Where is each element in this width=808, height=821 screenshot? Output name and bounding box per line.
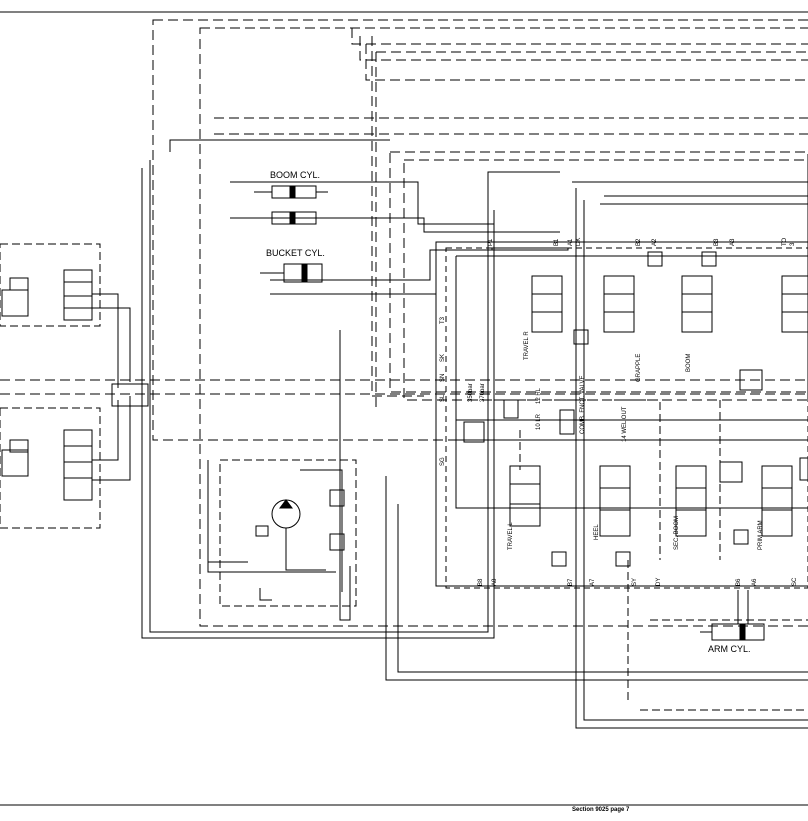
svg-text:P1: P1 [488, 238, 494, 246]
svg-text:GRAPPLE: GRAPPLE [636, 354, 642, 382]
svg-text:SL: SL [440, 394, 446, 402]
relief-power-label: 370bar [480, 383, 486, 402]
svg-text:SEC. BOOM: SEC. BOOM [674, 516, 680, 550]
svg-text:T3: T3 [440, 316, 446, 324]
arm-cylinder [700, 590, 764, 640]
relief-main-label: 350bar [468, 383, 474, 402]
main-lines [142, 140, 808, 728]
svg-text:SK: SK [440, 354, 446, 362]
svg-text:B7: B7 [568, 578, 574, 586]
svg-text:TRAVEL R: TRAVEL R [524, 331, 530, 360]
bottom-port-labels: B8 A8 B7 A7 SY DY B6 A6 SC [478, 577, 798, 586]
boom-cylinder [254, 186, 328, 224]
svg-text:B6: B6 [736, 578, 742, 586]
pump-assembly [208, 460, 356, 606]
svg-text:TRAVEL L: TRAVEL L [508, 522, 514, 550]
svg-text:SN: SN [440, 374, 446, 382]
svg-text:A2: A2 [652, 238, 658, 246]
pilot-lines [0, 20, 808, 626]
svg-text:BOOM: BOOM [686, 354, 692, 372]
svg-text:DY: DY [656, 578, 662, 586]
svg-text:A1: A1 [568, 238, 574, 246]
svg-text:10 LR: 10 LR [536, 413, 542, 430]
arm-cyl-label: ARM CYL. [708, 644, 751, 654]
svg-text:B1: B1 [554, 238, 560, 246]
top-port-labels: P1 B1 A1 DK B2 A2 B3 A3 TO 3 [488, 237, 796, 246]
main-control-valve [446, 248, 808, 588]
svg-text:B8: B8 [478, 578, 484, 586]
swivel-joint [112, 384, 148, 406]
svg-text:A7: A7 [590, 578, 596, 586]
svg-text:SG: SG [440, 457, 446, 466]
svg-text:DK: DK [576, 238, 582, 246]
svg-text:B3: B3 [714, 238, 720, 246]
svg-text:A8: A8 [492, 578, 498, 586]
svg-text:COMB. FNCT. VALVE: COMB. FNCT. VALVE [580, 376, 586, 434]
svg-text:TO: TO [782, 237, 788, 246]
svg-text:12 RL: 12 RL [536, 387, 542, 404]
svg-text:A3: A3 [730, 238, 736, 246]
svg-text:SY: SY [632, 578, 638, 586]
bucket-cylinder [260, 264, 322, 282]
svg-text:B2: B2 [636, 238, 642, 246]
svg-text:A6: A6 [752, 578, 758, 586]
left-valve-lower [0, 396, 130, 528]
svg-text:SC: SC [792, 577, 798, 586]
boom-cyl-label: BOOM CYL. [270, 170, 320, 180]
svg-text:3: 3 [790, 242, 796, 246]
svg-text:PRIM ARM: PRIM ARM [758, 520, 764, 550]
left-valve-upper [0, 244, 130, 388]
svg-text:HEEL: HEEL [594, 524, 600, 540]
page-footer: Section 9025 page 7 [572, 807, 630, 813]
pilot-inner-lines [470, 400, 808, 710]
svg-text:14 WEL OUT: 14 WEL OUT [622, 406, 628, 442]
spool-labels: TRAVEL R GRAPPLE BOOM TRAVEL L HEEL SEC.… [508, 331, 764, 550]
left-port-labels: T3 SK SN SL SG [440, 316, 446, 466]
bucket-cyl-label: BUCKET CYL. [266, 248, 325, 258]
